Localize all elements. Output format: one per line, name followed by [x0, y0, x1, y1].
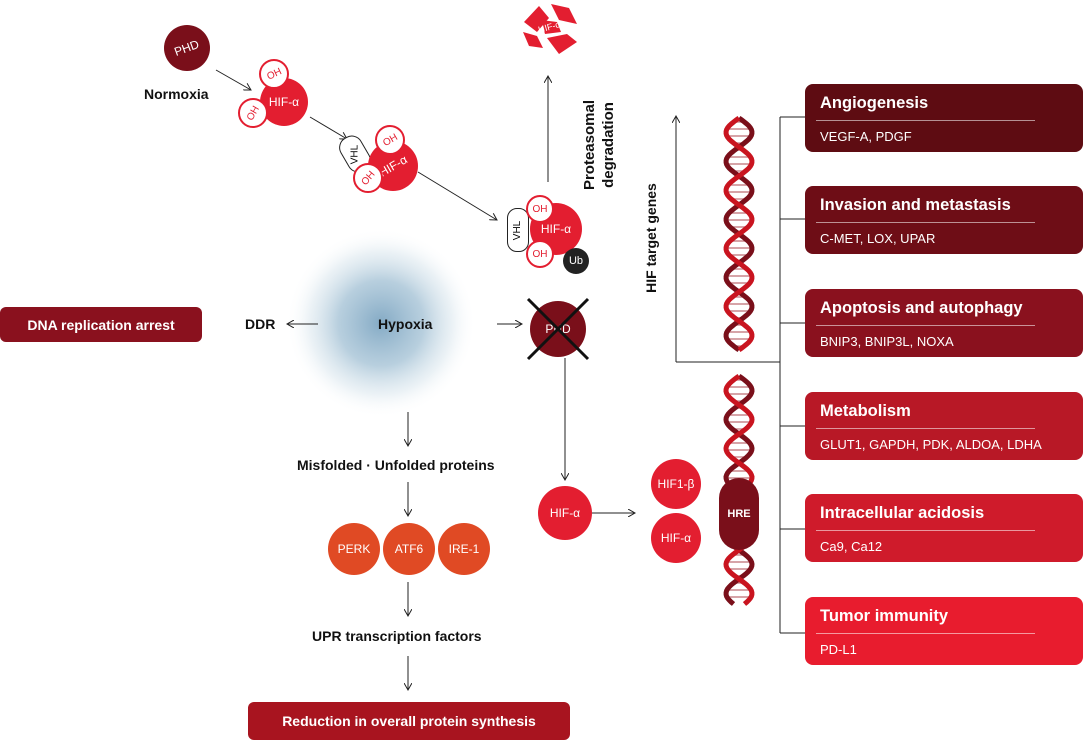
hif-alpha-stabilized: HIF-α [538, 486, 592, 540]
proteasomal-degradation-label: Proteasomal degradation [581, 99, 617, 191]
target-box-genes: PD-L1 [820, 642, 857, 657]
dna-strand [723, 115, 755, 353]
vhl-protein: VHL [507, 208, 529, 252]
target-box-title: Invasion and metastasis [820, 196, 1011, 214]
target-box-divider [816, 633, 1035, 634]
ubiquitin-tag: Ub [563, 248, 589, 274]
hre-element: HRE [719, 478, 759, 550]
dna-replication-arrest-box: DNA replication arrest [0, 307, 202, 342]
perk-node: PERK [328, 523, 380, 575]
target-box-divider [816, 530, 1035, 531]
oh-group: OH [259, 59, 289, 89]
hypoxia-label: Hypoxia [378, 316, 433, 332]
target-box-genes: C-MET, LOX, UPAR [820, 231, 936, 246]
oh-group: OH [238, 98, 268, 128]
upr-transcription-factors-label: UPR transcription factors [312, 628, 482, 644]
oh-group: OH [353, 163, 383, 193]
target-box-title: Metabolism [820, 402, 911, 420]
misfolded-proteins-label: Misfolded · Unfolded proteins [297, 457, 495, 473]
hif1-beta-node: HIF1-β [651, 459, 701, 509]
ire1-node: IRE-1 [438, 523, 490, 575]
oh-group: OH [375, 125, 405, 155]
target-box-genes: GLUT1, GAPDH, PDK, ALDOA, LDHA [820, 437, 1042, 452]
normoxia-label: Normoxia [144, 86, 209, 102]
target-box-genes: Ca9, Ca12 [820, 539, 883, 554]
ddr-label: DDR [245, 316, 276, 332]
hif-target-genes-label: HIF target genes [643, 183, 659, 293]
target-box-title: Apoptosis and autophagy [820, 299, 1023, 317]
oh-group: OH [526, 240, 554, 268]
degraded-hif-fragments [523, 4, 577, 54]
target-box-divider [816, 120, 1035, 121]
target-box-title: Intracellular acidosis [820, 504, 985, 522]
hif-alpha-dimer-node: HIF-α [651, 513, 701, 563]
target-box-divider [816, 222, 1035, 223]
target-box-divider [816, 325, 1035, 326]
hypoxia-cloud [286, 228, 476, 418]
target-box-divider [816, 428, 1035, 429]
atf6-node: ATF6 [383, 523, 435, 575]
target-box-title: Tumor immunity [820, 607, 949, 625]
target-box-genes: BNIP3, BNIP3L, NOXA [820, 334, 954, 349]
dna-helix-upper [723, 115, 755, 353]
protein-synthesis-reduction-box: Reduction in overall protein synthesis [248, 702, 570, 740]
phd-enzyme: PHD [164, 25, 210, 71]
target-box-title: Angiogenesis [820, 94, 929, 112]
inhibition-cross-icon [526, 297, 590, 361]
target-box-genes: VEGF-A, PDGF [820, 129, 912, 144]
oh-group: OH [526, 195, 554, 223]
